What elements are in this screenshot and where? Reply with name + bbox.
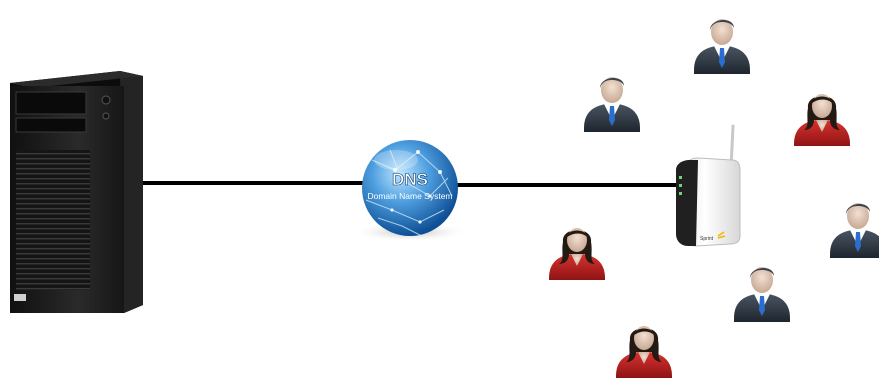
woman-user-icon [549, 228, 605, 280]
sprint-logo-icon [717, 231, 726, 239]
woman-user-icon [794, 94, 850, 146]
power-button-icon [101, 95, 111, 105]
dns-title: DNS [392, 170, 428, 189]
dns-subtitle: Domain Name System [367, 191, 452, 201]
router-brand-label: Sprint [700, 236, 714, 242]
wireless-router: Sprint [676, 124, 741, 247]
woman-user-icon [616, 326, 672, 378]
dns-globe: DNS Domain Name System [352, 140, 468, 242]
server-tower [10, 71, 143, 313]
man-user-icon [734, 267, 790, 322]
man-user-icon [830, 203, 879, 258]
man-user-icon [584, 77, 640, 132]
man-user-icon [694, 19, 750, 74]
